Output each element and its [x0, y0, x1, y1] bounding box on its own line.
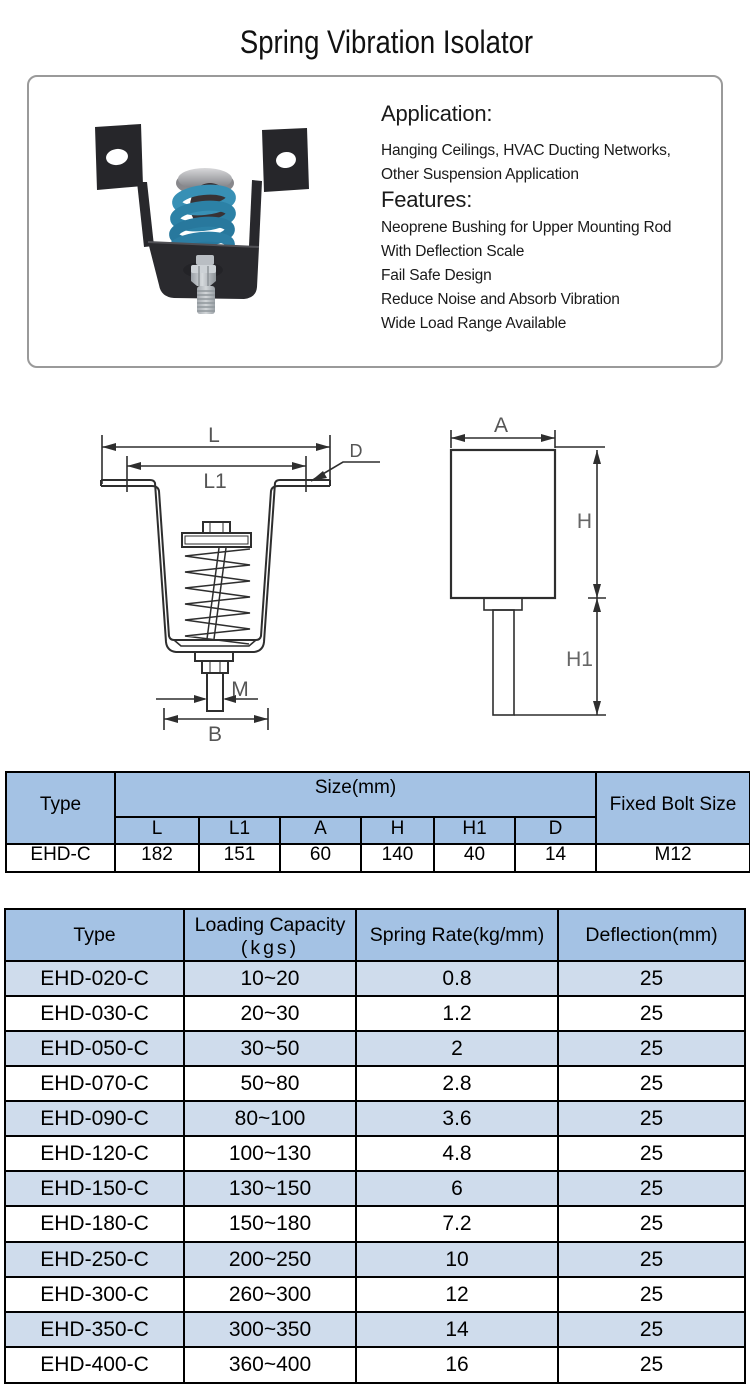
svg-text:L1: L1 [203, 470, 226, 493]
svg-text:H1: H1 [566, 648, 593, 671]
svg-text:H: H [577, 510, 592, 533]
svg-text:A: A [494, 414, 508, 437]
svg-text:L: L [208, 424, 220, 447]
svg-text:M: M [231, 678, 249, 701]
svg-text:B: B [208, 723, 222, 746]
svg-text:D: D [350, 441, 363, 461]
